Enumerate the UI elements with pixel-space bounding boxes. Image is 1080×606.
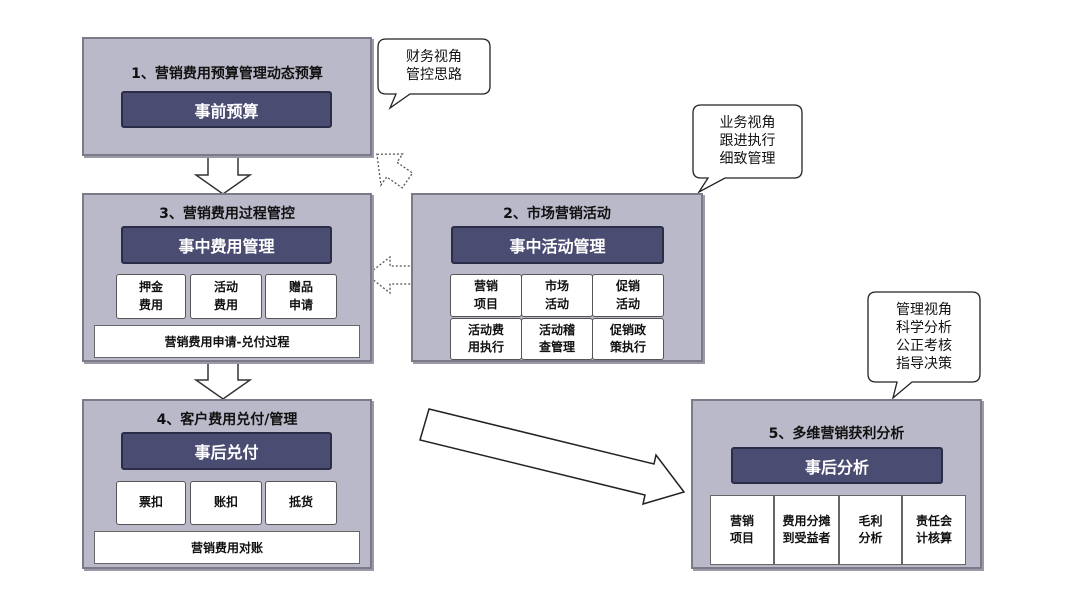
- cell-promotion-policy: 促销政 策执行: [592, 318, 664, 360]
- cell-responsibility-accounting: 责任会 计核算: [902, 495, 966, 565]
- cell-activity-fee-execution: 活动费 用执行: [450, 318, 522, 360]
- dotted-arrow-p2-to-p3: [365, 255, 413, 295]
- cell-invoice-deduction: 票扣: [116, 481, 186, 525]
- cell-activity-fee: 活动 费用: [190, 274, 262, 319]
- strip-fee-reconciliation: 营销费用对账: [94, 531, 360, 564]
- panel-profit-analysis-bar: 事后分析: [731, 447, 943, 484]
- cell-cost-allocation: 费用分摊 到受益者: [774, 495, 839, 565]
- cell-marketing-project: 营销 项目: [450, 274, 522, 317]
- panel-marketing-activity: 2、市场营销活动 事中活动管理 营销 项目 市场 活动 促销 活动 活动费 用执…: [411, 193, 703, 362]
- panel-process-control-title: 3、营销费用过程管控: [159, 206, 295, 222]
- panel-profit-analysis: 5、多维营销获利分析 事后分析 营销 项目 费用分摊 到受益者 毛利 分析 责任…: [691, 399, 982, 569]
- cell-marketing-project-analysis: 营销 项目: [710, 495, 774, 565]
- cell-gross-profit-analysis: 毛利 分析: [839, 495, 902, 565]
- panel-customer-payment-bar: 事后兑付: [121, 432, 332, 470]
- bubble-business-shape: [692, 104, 803, 194]
- down-arrow-1: [193, 154, 253, 195]
- bubble-finance-shape: [377, 38, 491, 110]
- panel-marketing-activity-title: 2、市场营销活动: [503, 206, 611, 222]
- cell-deposit-fee: 押金 费用: [116, 274, 186, 319]
- bubble-management-shape: [867, 291, 981, 400]
- panel-profit-analysis-title: 5、多维营销获利分析: [768, 426, 905, 442]
- cell-market-activity: 市场 活动: [521, 274, 593, 317]
- cell-gift-request: 赠品 申请: [265, 274, 337, 319]
- panel-process-control-bar: 事中费用管理: [121, 226, 332, 264]
- cell-activity-audit: 活动稽 查管理: [521, 318, 593, 360]
- panel-customer-payment: 4、客户费用兑付/管理 事后兑付 票扣 账扣 抵货 营销费用对账: [82, 399, 372, 569]
- strip-fee-request-process: 营销费用申请-兑付过程: [94, 325, 360, 358]
- cell-promotion-activity: 促销 活动: [592, 274, 664, 317]
- panel-process-control: 3、营销费用过程管控 事中费用管理 押金 费用 活动 费用 赠品 申请 营销费用…: [82, 193, 372, 362]
- panel-budget-bar: 事前预算: [121, 91, 332, 128]
- long-arrow-to-p5: [419, 408, 686, 506]
- bubble-finance-text: 财务视角 管控思路: [406, 49, 462, 83]
- panel-customer-payment-title: 4、客户费用兑付/管理: [156, 412, 298, 428]
- down-arrow-2: [193, 360, 253, 400]
- panel-budget: 1、营销费用预算管理动态预算 事前预算: [82, 37, 372, 156]
- panel-marketing-activity-bar: 事中活动管理: [451, 226, 664, 264]
- cell-goods-offset: 抵货: [265, 481, 337, 525]
- cell-account-deduction: 账扣: [190, 481, 262, 525]
- dotted-arrow-to-p2: [376, 153, 414, 189]
- bubble-business-text: 业务视角 跟进执行 细致管理: [719, 115, 776, 167]
- bubble-management-text: 管理视角 科学分析 公正考核 指导决策: [896, 302, 952, 372]
- panel-budget-title: 1、营销费用预算管理动态预算: [131, 66, 323, 82]
